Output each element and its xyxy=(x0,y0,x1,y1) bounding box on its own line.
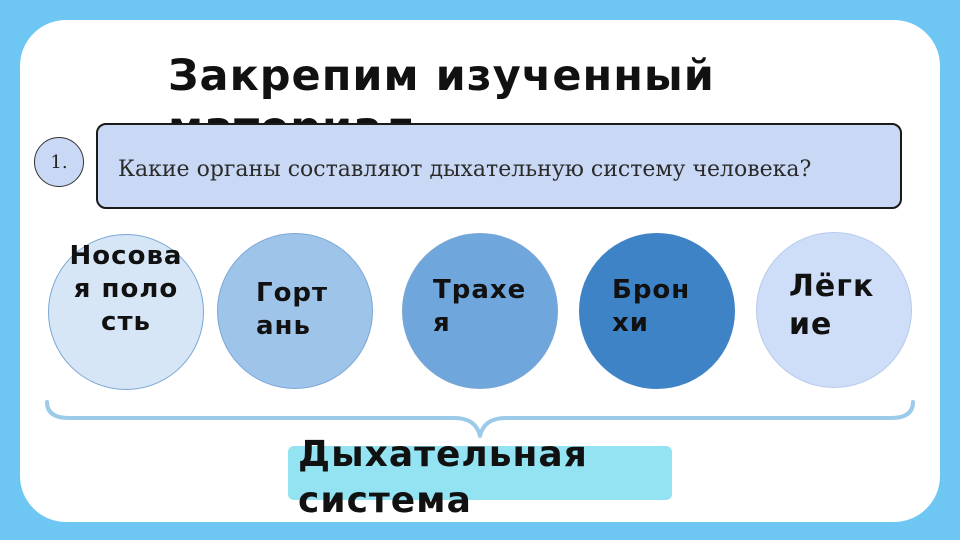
question-number-badge: 1. xyxy=(34,137,84,187)
slide-title: Закрепим изученный материал xyxy=(168,51,715,134)
organ-label: Бронхи xyxy=(612,275,691,338)
question-text: Какие органы составляют дыхательную сист… xyxy=(118,157,812,182)
organ-circle-trachea[interactable]: Трахея xyxy=(402,233,558,389)
organ-circle-lungs[interactable]: Лёгкие xyxy=(756,232,912,388)
organ-label: Лёгкие xyxy=(789,269,875,342)
system-label: Дыхательная система xyxy=(298,434,588,521)
organ-label: Гортань xyxy=(256,278,329,341)
organ-label: Трахея xyxy=(433,275,527,338)
organ-label: Носовая полость xyxy=(69,241,183,337)
slide-card: Закрепим изученный материал Какие органы… xyxy=(20,20,940,522)
organ-circle-bronchi[interactable]: Бронхи xyxy=(579,233,735,389)
system-label-box xyxy=(288,446,672,500)
question-box: Какие органы составляют дыхательную сист… xyxy=(96,123,902,209)
curly-brace-icon xyxy=(45,400,915,438)
organ-circle-larynx[interactable]: Гортань xyxy=(217,233,373,389)
organ-circle-nasal-cavity[interactable]: Носовая полость xyxy=(48,234,204,390)
